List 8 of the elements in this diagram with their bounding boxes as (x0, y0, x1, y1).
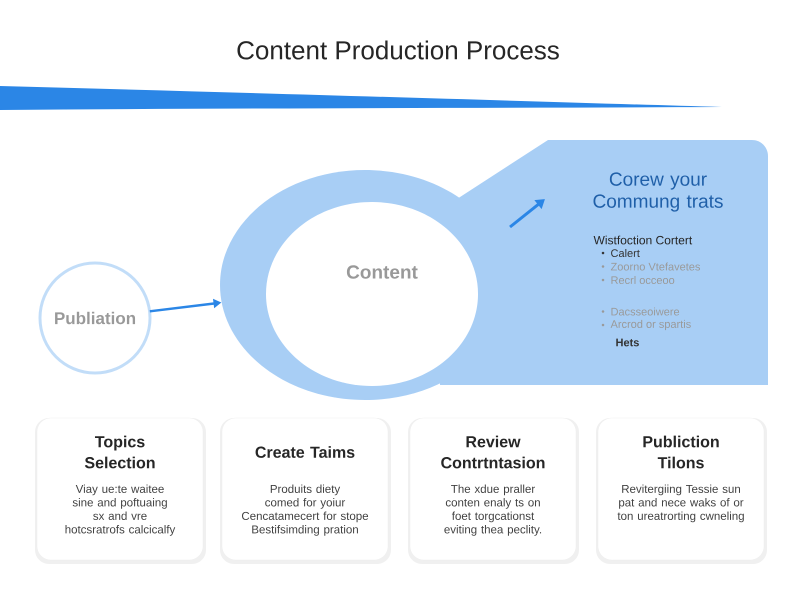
ring-node: Content (220, 170, 510, 400)
step-card: Create Taims Produits diety comed for yoiur Cencatamecert for stope Bestifsimding pration (220, 418, 391, 564)
step-card: Review Contrtntasion The xdue praller conten enaly ts on foet torgcationst eviting thea peclity. (408, 418, 579, 564)
circle-node: Publiation (38, 262, 152, 374)
node-label: Content (346, 265, 418, 279)
title: Content Production Process (237, 40, 559, 60)
step-card: Topics Selection Viay ue:te waitee sine and poftuaing sx and vre hotcsratrofs calcicalfy (35, 418, 206, 564)
step-card: Publiction Tilons Revitergiing Tessie sun pat and nece waks of or ton ureatrorting cwneling (596, 418, 767, 564)
